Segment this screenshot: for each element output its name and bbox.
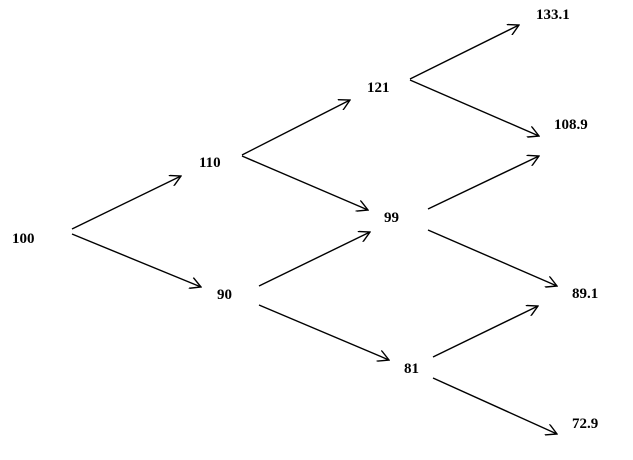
edge-arrow-n2dd-to-n3ddd xyxy=(432,377,557,434)
node-label-108-9: 108.9 xyxy=(554,117,588,133)
node-label-90: 90 xyxy=(217,287,232,303)
edge-arrow-n1d-to-n2ud xyxy=(258,232,370,287)
node-label-121: 121 xyxy=(367,80,390,96)
node-label-110: 110 xyxy=(199,155,221,171)
edge-arrow-n0-to-n1u xyxy=(71,176,181,230)
edge-arrow-n0-to-n1d xyxy=(71,233,201,287)
node-label-81: 81 xyxy=(404,361,419,377)
edge-arrow-n2ud-to-n3udd xyxy=(427,229,557,286)
edge-arrow-n2ud-to-n3uud xyxy=(427,156,539,210)
node-label-72-9: 72.9 xyxy=(572,416,599,432)
edge-arrow-n2dd-to-n3udd xyxy=(432,306,538,358)
node-label-89-1: 89.1 xyxy=(572,286,599,302)
node-label-133-1: 133.1 xyxy=(536,7,570,23)
edge-arrow-n2uu-to-n3uuu xyxy=(409,25,519,80)
edge-arrow-n1u-to-n2ud xyxy=(241,155,368,210)
tree-edges xyxy=(71,25,557,434)
edge-arrow-n2uu-to-n3uud xyxy=(409,79,539,136)
node-label-99: 99 xyxy=(384,210,399,226)
node-label-100: 100 xyxy=(12,231,35,247)
edge-arrow-n1d-to-n2dd xyxy=(258,304,389,360)
edge-arrow-n1u-to-n2uu xyxy=(241,100,350,156)
